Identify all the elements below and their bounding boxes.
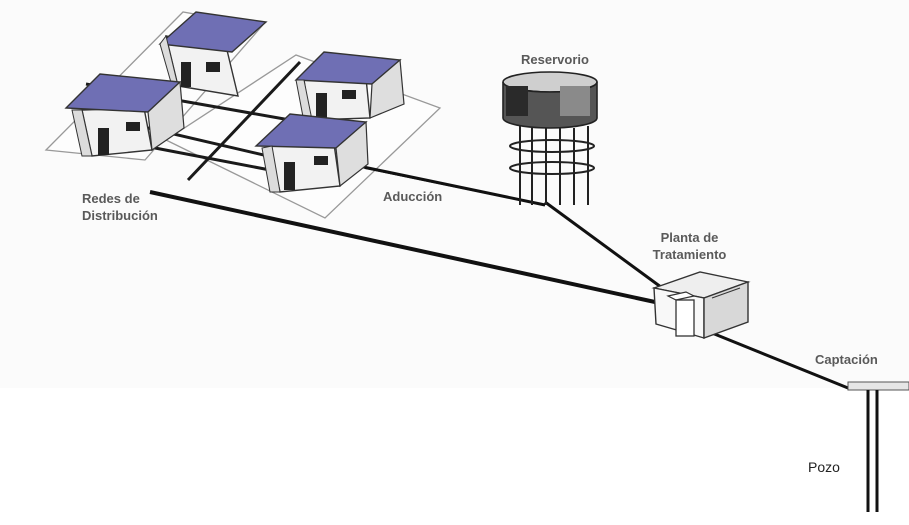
house-middle-left (64, 73, 185, 157)
well-label: Pozo (808, 459, 840, 475)
distribution-label-line2: Distribución (82, 208, 158, 223)
distribution-label-line1: Redes de (82, 191, 140, 206)
intake-label: Captación (815, 352, 878, 367)
distribution-network-label: Redes de Distribución (82, 190, 158, 224)
reservoir-tower (502, 71, 598, 205)
intake-well (847, 381, 909, 512)
treatment-label-line1: Planta de (660, 230, 719, 245)
house-bottom-right (254, 113, 369, 193)
adduction-label: Aducción (383, 189, 443, 204)
treatment-plant-building (651, 271, 751, 339)
house-top-right (294, 51, 405, 123)
intake-pipe (711, 331, 849, 390)
main-trunk-pipe (149, 190, 656, 304)
treatment-label-line2: Tratamiento (652, 247, 727, 262)
adduction-pipe-2 (364, 167, 546, 206)
treatment-plant-label: Planta de Tratamiento (627, 229, 752, 263)
reservoir-label: Reservorio (521, 52, 589, 67)
conduction-pipe (544, 200, 666, 292)
